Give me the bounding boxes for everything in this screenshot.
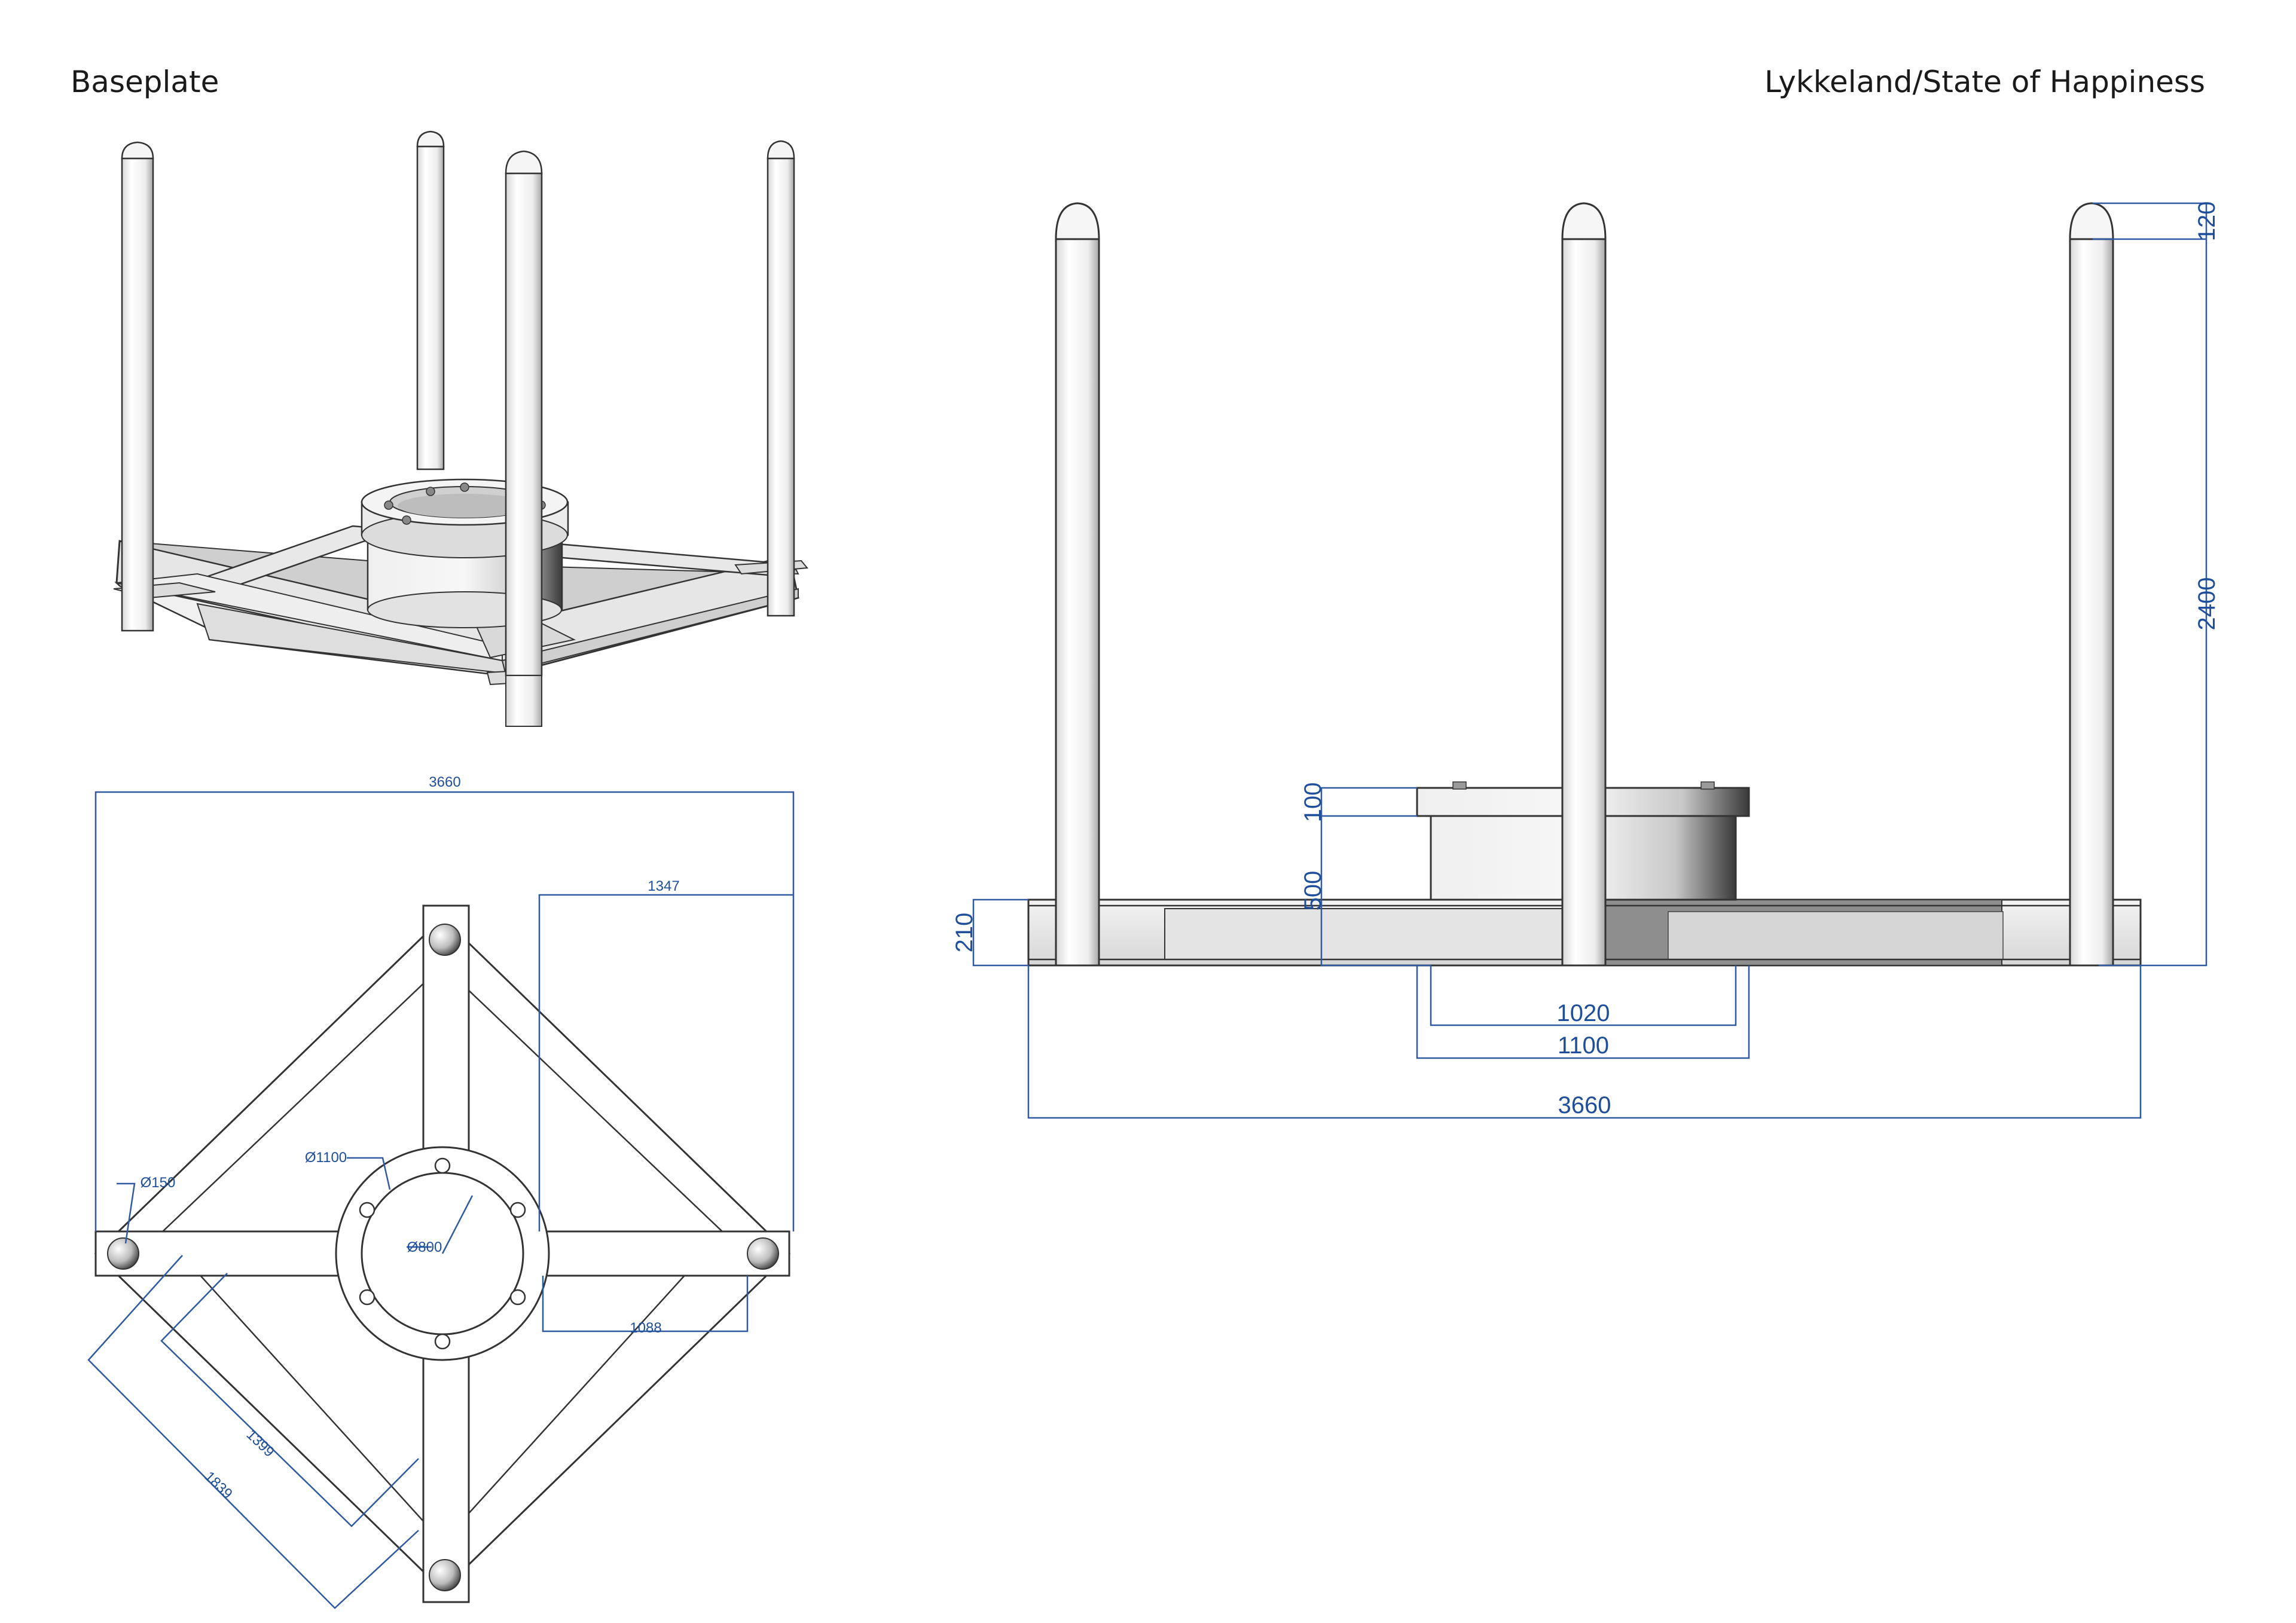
elev-post-left (1055, 202, 1100, 967)
iso-post-1 (121, 141, 154, 632)
plan-dim-1347: 1347 (648, 878, 679, 894)
iso-post-2 (416, 130, 445, 470)
iso-post-3 (767, 140, 795, 617)
isometric-view (113, 130, 808, 727)
plan-bolts (359, 1157, 526, 1350)
plan-dim-1399: 1399 (243, 1426, 277, 1460)
elev-dim-100: 100 (1300, 783, 1326, 823)
plan-dim-3660: 3660 (429, 774, 460, 790)
plan-post-bottom (429, 1559, 461, 1591)
plan-view: 3660 1347 Ø1100 Ø150 Ø800 1088 1399 1839 (87, 774, 795, 1609)
plan-dim-1088: 1088 (630, 1320, 661, 1336)
elev-dim-120: 120 (2194, 201, 2220, 242)
elev-dim-1100: 1100 (1558, 1032, 1609, 1059)
plan-dim-ring-inner: Ø800 (407, 1239, 442, 1255)
sheet-title-project: Lykkeland/State of Happiness (1764, 65, 2205, 99)
plan-post-top (429, 924, 461, 956)
elevation-view: 120 2400 100 500 210 1020 1100 3660 (951, 201, 2220, 1119)
elev-dim-500: 500 (1300, 871, 1326, 911)
iso-post-4 (505, 150, 543, 727)
elev-post-right (2069, 202, 2114, 967)
plan-dim-1839: 1839 (201, 1468, 236, 1502)
elev-dim-3660: 3660 (1558, 1092, 1611, 1118)
elev-dim-2400: 2400 (2194, 577, 2220, 631)
plan-dim-ring-outer: Ø1100 (305, 1150, 347, 1166)
plan-post-left (107, 1237, 139, 1270)
sheet-title-baseplate: Baseplate (71, 65, 219, 99)
elev-dim-210: 210 (951, 913, 978, 953)
elev-dim-1020: 1020 (1557, 1000, 1610, 1026)
plan-dim-post-dia: Ø150 (141, 1175, 176, 1191)
plan-post-right (747, 1237, 779, 1270)
elev-post-middle (1561, 202, 1607, 967)
